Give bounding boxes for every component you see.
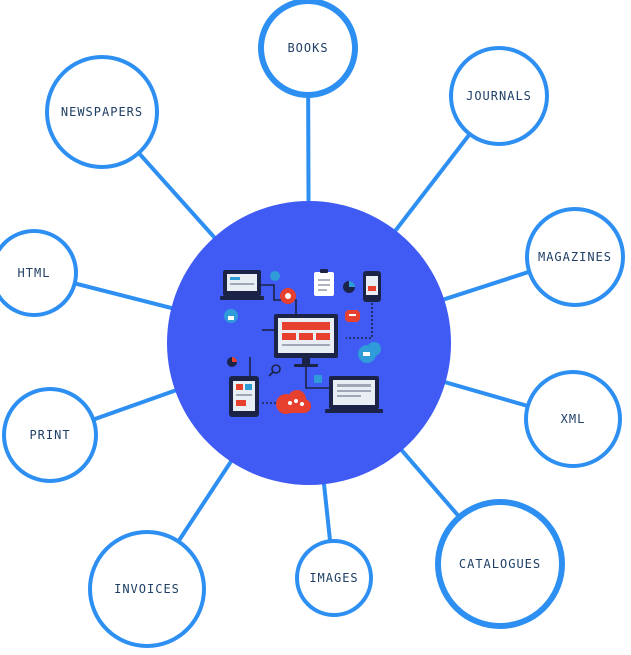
document-badge-icon [314,375,322,383]
clipboard-icon [314,269,334,296]
node-xml: XML [524,370,622,468]
node-circle-catalogues [435,499,565,629]
message-bubble-icon [345,310,360,322]
node-label-images: IMAGES [309,571,358,585]
node-catalogues: CATALOGUES [435,499,565,629]
node-group: BOOKS JOURNALS NEWSPAPERS MAGAZINES HTML XML P… [0,0,625,648]
smartphone-icon [363,271,381,302]
laptop-icon [220,270,264,300]
node-label-books: BOOKS [287,41,328,55]
node-label-catalogues: CATALOGUES [459,557,541,571]
node-circle-xml [524,370,622,468]
connected-devices-illustration [220,269,383,417]
cloud-sync-icon [358,342,381,363]
search-icon [268,364,281,377]
node-label-invoices: INVOICES [114,582,180,596]
node-images: IMAGES [295,539,373,617]
node-circle-html [0,229,78,317]
node-circle-journals [449,46,549,146]
node-journals: JOURNALS [449,46,549,146]
node-magazines: MAGAZINES [525,207,625,307]
node-newspapers: NEWSPAPERS [45,55,159,169]
lock-icon [224,309,238,323]
node-html: HTML [0,229,78,317]
node-print: PRINT [2,387,98,483]
laptop-wide-icon [325,376,383,413]
tablet-icon [229,376,259,417]
node-invoices: INVOICES [88,530,206,648]
pie-chart-icon [343,281,355,293]
node-label-xml: XML [561,412,586,426]
chat-bubble-icon [270,271,280,281]
settings-bubble-icon [280,288,296,304]
node-label-journals: JOURNALS [466,89,532,103]
node-circle-images [295,539,373,617]
node-circle-magazines [525,207,625,307]
analytics-icon [227,357,237,367]
node-books: BOOKS [258,0,358,98]
node-label-magazines: MAGAZINES [538,250,612,264]
node-label-html: HTML [18,266,51,280]
team-cloud-icon [276,390,311,414]
node-circle-books [258,0,358,98]
node-label-newspapers: NEWSPAPERS [61,105,143,119]
connector-line [346,303,373,339]
desktop-monitor-icon [274,314,338,367]
connector-line [305,366,330,389]
connector-line [261,284,297,316]
node-circle-invoices [88,530,206,648]
node-label-print: PRINT [29,428,70,442]
node-circle-newspapers [45,55,159,169]
node-circle-print [2,387,98,483]
